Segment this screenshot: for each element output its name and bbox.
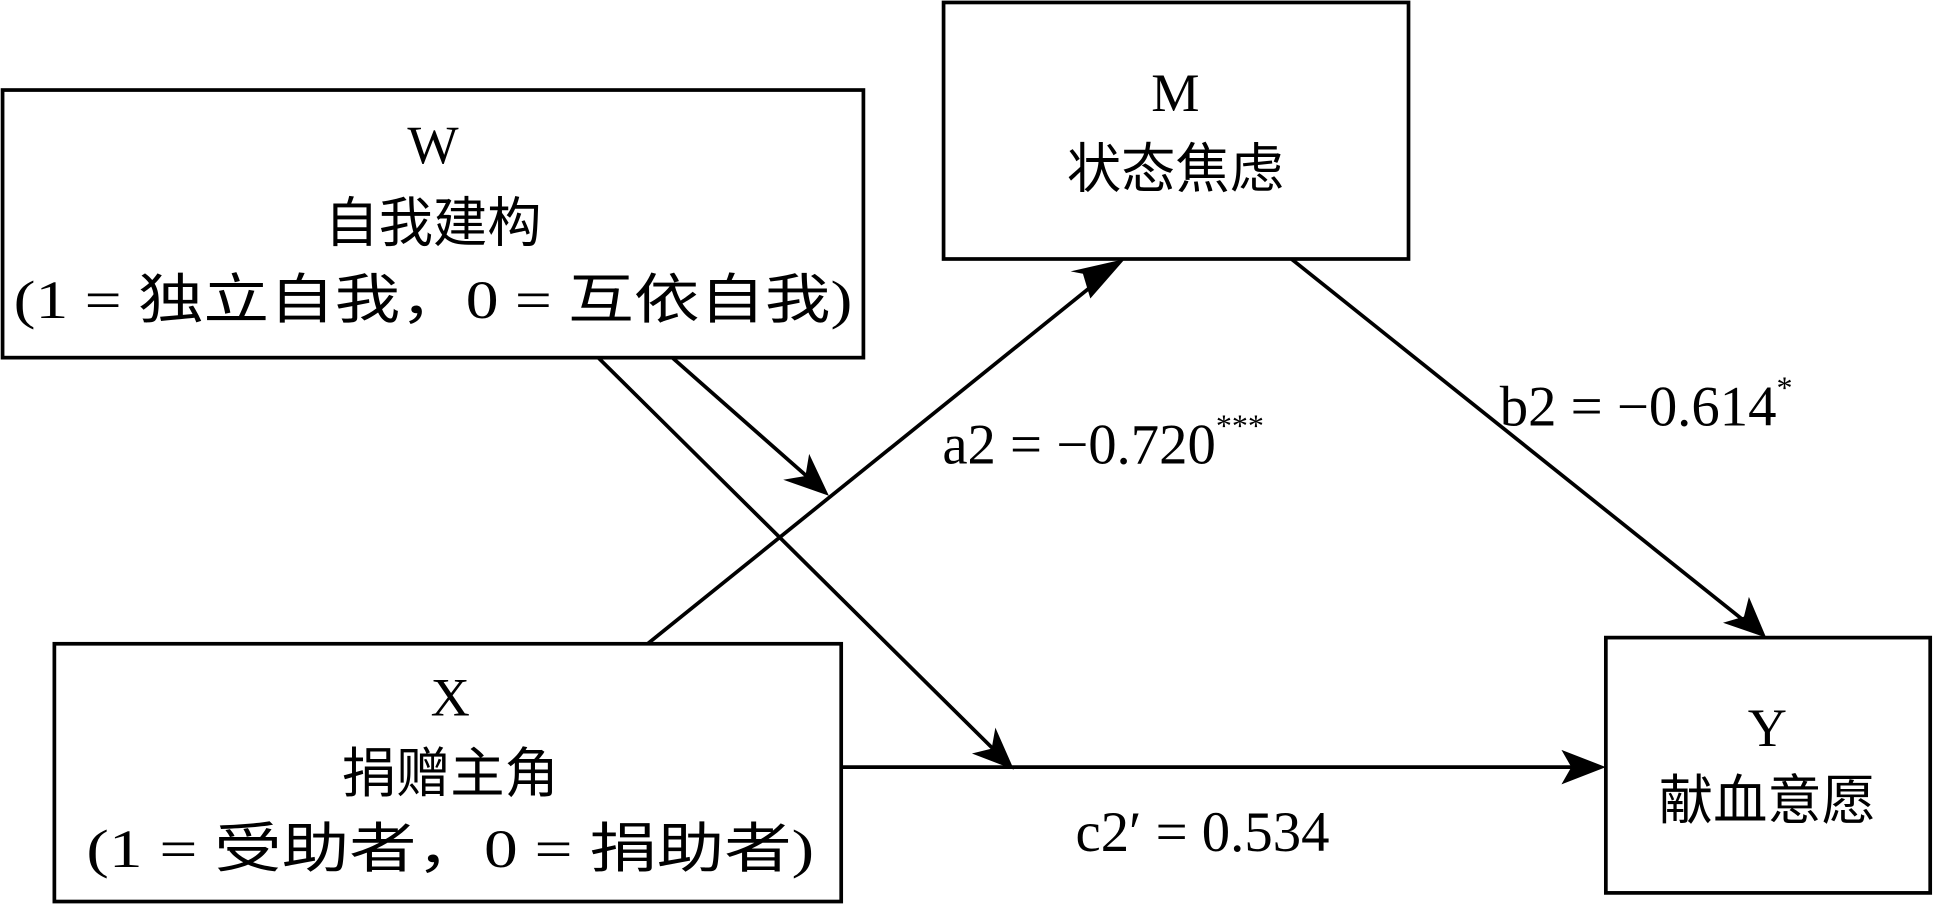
node-w-code: W: [407, 115, 459, 175]
node-x-label: 捐赠主角: [342, 744, 559, 804]
edge-w-moderates-a: [671, 356, 819, 488]
edge-x-to-m: [646, 269, 1112, 646]
arrowhead-w-to-a-path: [783, 453, 829, 496]
edge-w-moderates-c: [596, 356, 1003, 759]
node-w-note: (1 = 独立自我，0 = 互依自我): [14, 270, 853, 330]
node-y: Y 献血意愿: [1603, 635, 1933, 895]
arrowhead-x-to-m: [1070, 258, 1125, 299]
node-y-label: 献血意愿: [1659, 771, 1876, 831]
coef-b2-text: b2 = −0.614: [1500, 375, 1777, 438]
coef-a2: a2 = −0.720***: [942, 408, 1264, 477]
node-w: W 自我建构 (1 = 独立自我，0 = 互依自我): [0, 88, 866, 360]
coef-c2p: c2′ = 0.534: [1076, 801, 1330, 864]
coef-b2-sig: *: [1776, 369, 1792, 405]
coef-b2: b2 = −0.614*: [1500, 369, 1793, 438]
edge-m-to-y: [1290, 257, 1753, 628]
node-m-label: 状态焦虑: [1067, 139, 1284, 199]
node-w-label: 自我建构: [324, 194, 541, 254]
arrowhead-w-to-c-path: [971, 727, 1014, 770]
node-x: X 捐赠主角 (1 = 受助者，0 = 捐助者): [52, 641, 844, 904]
node-y-code: Y: [1748, 698, 1787, 758]
node-m-code: M: [1151, 63, 1199, 123]
node-x-note: (1 = 受助者，0 = 捐助者): [86, 819, 814, 879]
node-x-code: X: [431, 667, 470, 727]
arrowhead-x-to-y: [1561, 749, 1606, 785]
node-m: M 状态焦虑: [941, 0, 1411, 261]
coef-a2-text: a2 = −0.720: [942, 414, 1216, 477]
coef-a2-sig: ***: [1216, 408, 1264, 444]
arrowhead-m-to-y: [1723, 596, 1767, 638]
